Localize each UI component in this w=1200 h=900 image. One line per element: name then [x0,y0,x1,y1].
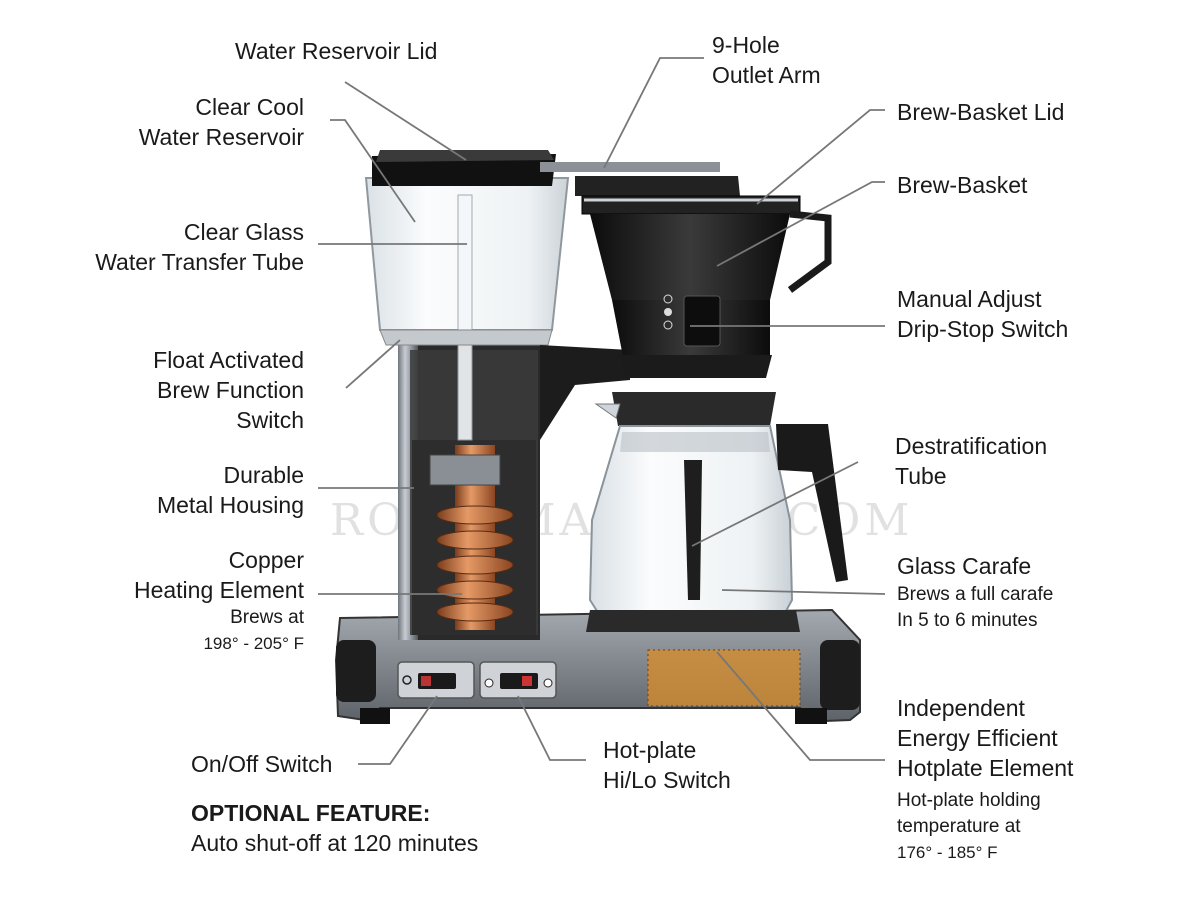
leader-brew-basket-lid [756,109,885,205]
label-float-switch-line2: Brew Function [156,377,304,403]
leader-hi-lo [517,695,586,761]
label-outlet-arm-line2: Outlet Arm [712,62,821,88]
label-float-switch-line1: Float Activated [153,347,304,373]
label-heating-note-line1: Brews at [230,607,304,628]
label-destratification-line1: Destratification [895,433,1048,459]
label-metal-housing-line2: Metal Housing [156,492,304,518]
leader-brew-basket [716,181,885,267]
label-metal-housing: Durable Metal Housing [157,460,304,520]
label-transfer-tube-line1: Clear Glass [183,219,304,245]
label-float-switch-line3: Switch [236,407,304,433]
label-hotplate-note: Hot-plate holding temperature at 176° - … [897,788,1041,866]
support-arm [540,345,630,440]
label-hotplate-note-line3: 176° - 185° F [897,843,998,862]
label-metal-housing-line1: Durable [223,462,304,488]
label-heating-note-line2: 198° - 205° F [203,634,304,653]
label-drip-stop-line1: Manual Adjust [897,286,1042,312]
label-hotplate-line1: Independent [897,695,1025,721]
label-transfer-tube-line2: Water Transfer Tube [95,249,304,275]
label-outlet-arm-line1: 9-Hole [712,32,780,58]
label-hotplate-line3: Hotplate Element [897,755,1074,781]
water-reservoir [364,150,720,441]
label-drip-stop-line2: Drip-Stop Switch [897,316,1069,342]
label-on-off-switch: On/Off Switch [191,751,333,777]
label-clear-cool-line2: Water Reservoir [138,124,304,150]
label-hotplate-line2: Energy Efficient [897,725,1058,751]
label-hotplate: Independent Energy Efficient Hotplate El… [897,693,1073,783]
label-heating-element: Copper Heating Element [134,545,304,605]
label-destratification: Destratification Tube [895,431,1047,491]
label-carafe-note-line1: Brews a full carafe [897,584,1054,605]
label-hotplate-note-line2: temperature at [897,816,1021,837]
leader-clear-cool-reservoir [330,119,416,223]
label-clear-cool-reservoir: Clear Cool Water Reservoir [139,92,304,152]
label-drip-stop: Manual Adjust Drip-Stop Switch [897,284,1068,344]
leader-destratification [691,461,859,547]
label-glass-carafe: Glass Carafe [897,553,1032,579]
machine-base [334,608,861,724]
label-hotplate-note-line1: Hot-plate holding [897,790,1041,811]
label-brew-basket-lid: Brew-Basket Lid [897,99,1065,125]
leader-glass-carafe [721,589,886,595]
label-heating-element-line1: Copper [228,547,304,573]
label-hi-lo-line2: Hi/Lo Switch [603,767,731,793]
optional-feature-title: OPTIONAL FEATURE: [191,800,431,826]
label-float-switch: Float Activated Brew Function Switch [153,345,304,435]
label-hi-lo-switch: Hot-plate Hi/Lo Switch [603,735,731,795]
label-clear-cool-line1: Clear Cool [195,94,304,120]
label-carafe-note-line2: In 5 to 6 minutes [897,610,1038,631]
label-destratification-line2: Tube [895,463,947,489]
leader-water-reservoir-lid [344,81,467,161]
label-transfer-tube: Clear Glass Water Transfer Tube [95,217,304,277]
leader-on-off [358,695,438,765]
label-heating-element-note: Brews at 198° - 205° F [203,605,304,657]
leader-hotplate [716,651,885,761]
copper-heating-coil [429,445,514,630]
label-outlet-arm: 9-Hole Outlet Arm [712,30,821,90]
label-heating-element-line2: Heating Element [133,577,304,603]
label-water-reservoir-lid: Water Reservoir Lid [235,38,438,64]
glass-carafe [586,392,848,632]
leader-outlet-arm [603,57,704,169]
label-hi-lo-line1: Hot-plate [603,737,697,763]
label-glass-carafe-note: Brews a full carafe In 5 to 6 minutes [897,582,1053,634]
leader-float-switch [345,339,401,389]
optional-feature-text: Auto shut-off at 120 minutes [191,830,479,856]
brew-basket [575,176,832,378]
label-brew-basket: Brew-Basket [897,172,1028,198]
